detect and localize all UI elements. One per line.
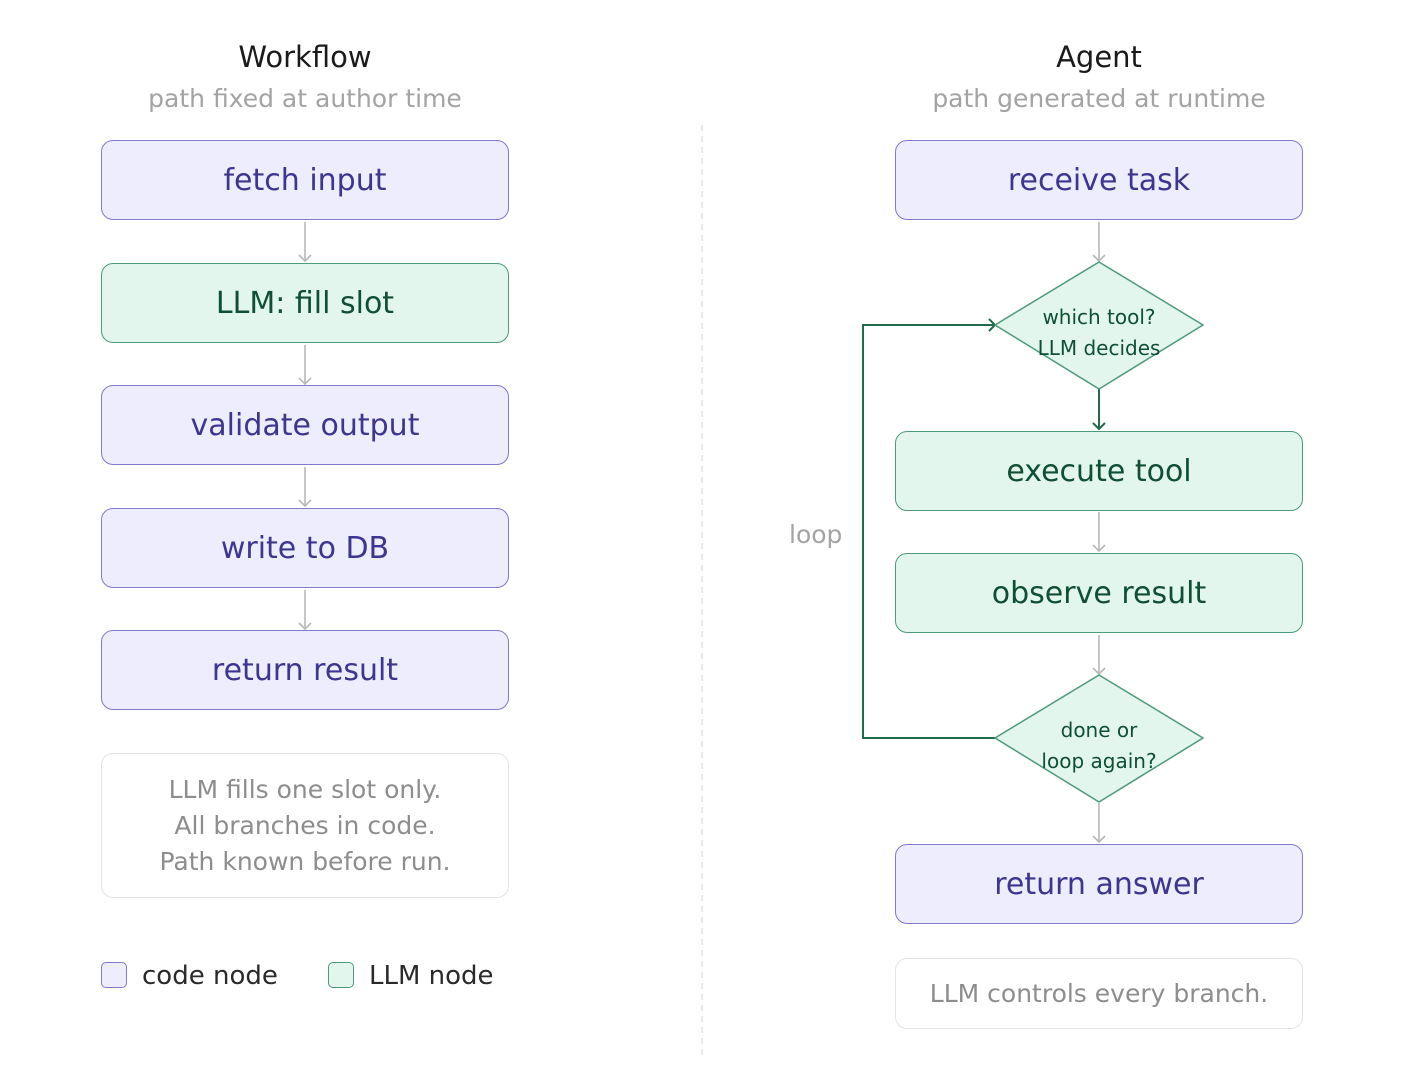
decision-done-or-loop-line-1: done or	[1060, 718, 1138, 742]
workflow-note-line-2: All branches in code.	[174, 810, 436, 840]
agent-note: LLM controls every branch.	[895, 958, 1303, 1029]
agent-loop-path	[862, 318, 997, 739]
decision-diamond-which-tool	[993, 261, 1205, 390]
agent-step-execute-tool: execute tool	[895, 431, 1303, 511]
workflow-step-validate-output: validate output	[101, 385, 509, 465]
decision-which-tool-text: which tool? LLM decides	[999, 302, 1199, 364]
workflow-note: LLM fills one slot only. All branches in…	[101, 753, 509, 898]
decision-which-tool-line-1: which tool?	[1042, 305, 1156, 329]
decision-which-tool-line-2: LLM decides	[1037, 336, 1161, 360]
workflow-step-llm-fill-slot: LLM: fill slot	[101, 263, 509, 343]
workflow-step-return-result: return result	[101, 630, 509, 710]
agent-step-receive-task: receive task	[895, 140, 1303, 220]
workflow-subtitle: path fixed at author time	[148, 84, 462, 113]
workflow-step-write-to-db: write to DB	[101, 508, 509, 588]
agent-step-observe-result: observe result	[895, 553, 1303, 633]
workflow-note-line-3: Path known before run.	[159, 846, 451, 876]
workflow-step-fetch-input: fetch input	[101, 140, 509, 220]
legend-llm-label: LLM node	[369, 961, 494, 991]
decision-done-or-loop-line-2: loop again?	[1041, 749, 1157, 773]
agent-subtitle: path generated at runtime	[932, 84, 1266, 113]
legend-code-label: code node	[142, 961, 278, 991]
workflow-note-line-1: LLM fills one slot only.	[168, 774, 442, 804]
agent-note-line: LLM controls every branch.	[929, 978, 1269, 1008]
decision-diamond-done-or-loop	[993, 674, 1205, 803]
agent-step-return-answer: return answer	[895, 844, 1303, 924]
workflow-title: Workflow	[238, 40, 372, 74]
legend-code-swatch	[101, 962, 127, 988]
legend-llm-swatch	[328, 962, 354, 988]
agent-title: Agent	[1056, 40, 1142, 74]
loop-label: loop	[789, 520, 843, 549]
decision-done-or-loop-text: done or loop again?	[999, 715, 1199, 777]
